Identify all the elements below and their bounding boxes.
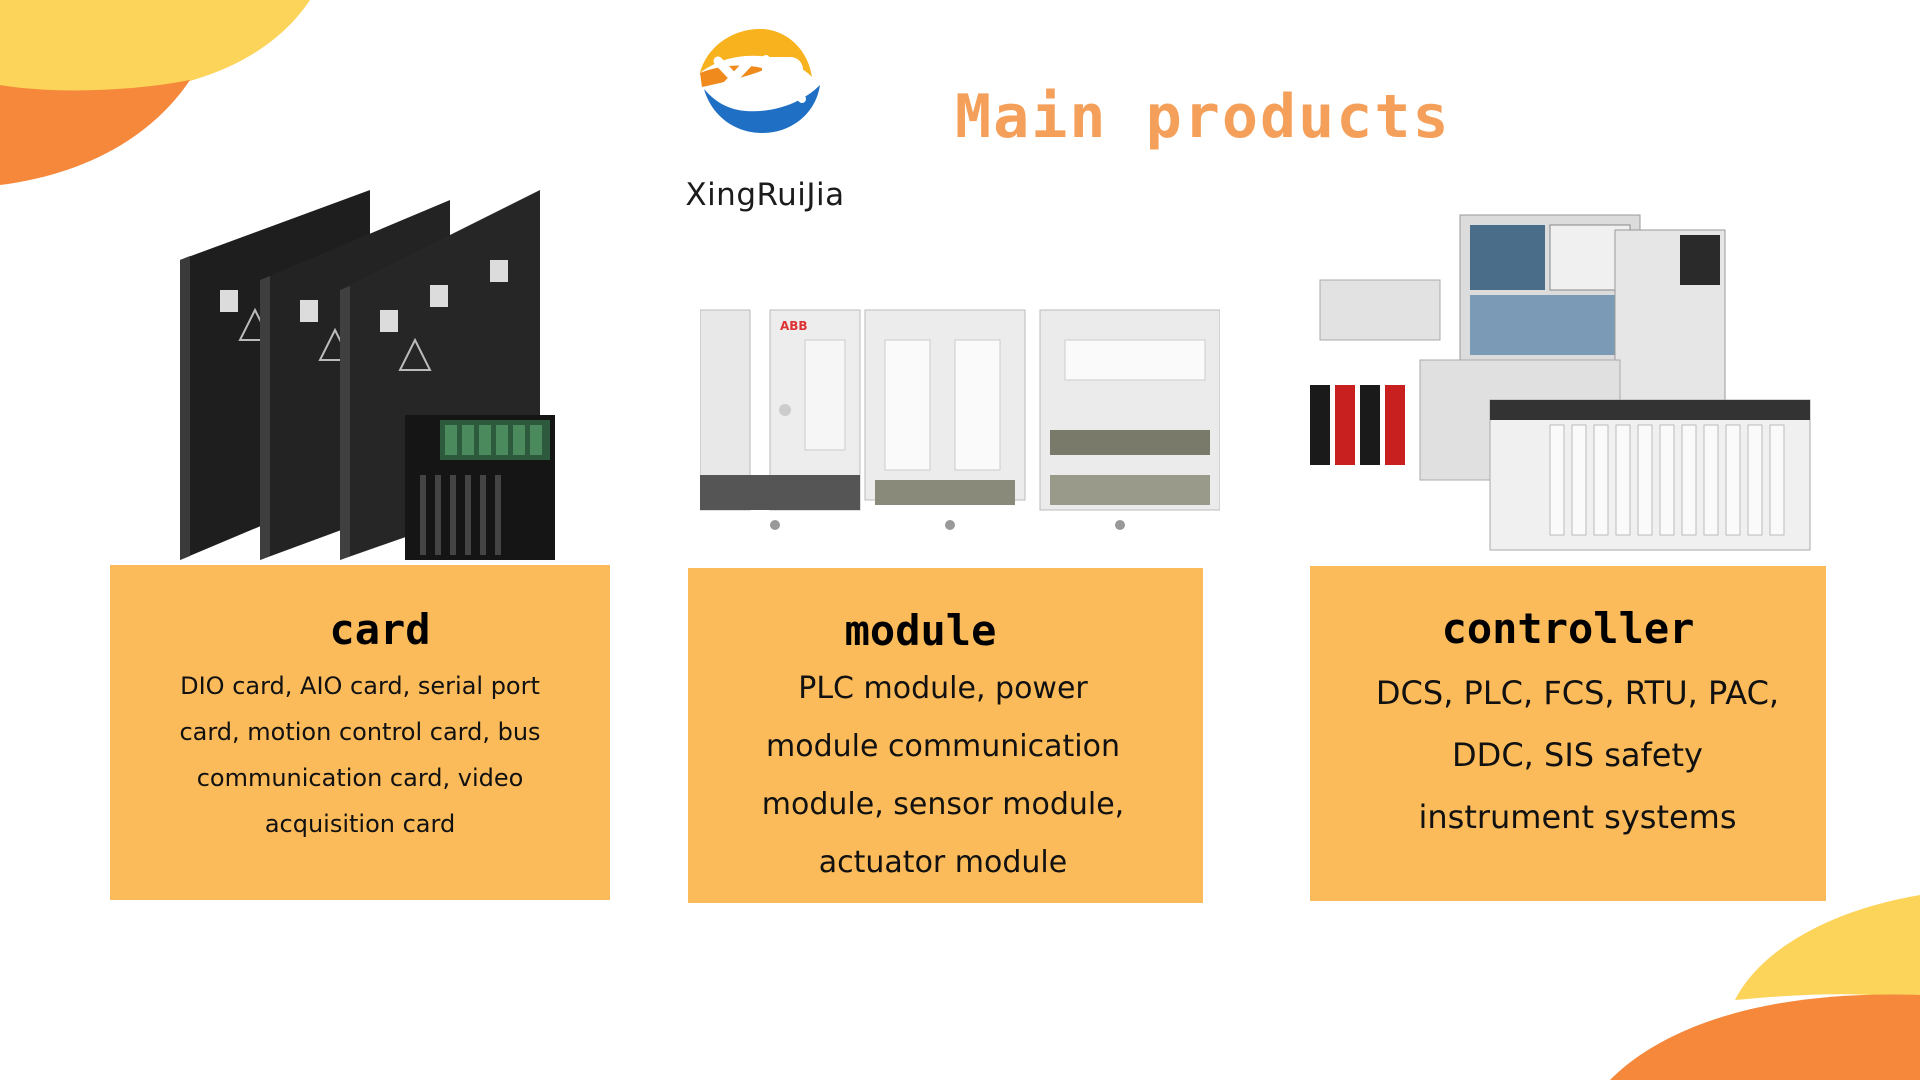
top-left-decoration: [0, 0, 310, 185]
product-title-controller: controller: [1441, 604, 1695, 653]
logo-mark-icon: [700, 29, 820, 133]
product-card-module: module PLC module, power module communic…: [688, 568, 1203, 903]
product-card-card: card DIO card, AIO card, serial port car…: [110, 565, 610, 900]
brand-name: XingRuiJia: [685, 177, 845, 213]
product-title-module: module: [844, 606, 997, 655]
controller-product-image: [1300, 200, 1820, 560]
module-product-image: ABB: [700, 300, 1220, 540]
bottom-right-decoration: [1610, 895, 1920, 1080]
brand-logo: XingRuiJia: [680, 25, 850, 213]
page-title: Main products: [955, 82, 1451, 152]
product-description-controller: DCS, PLC, FCS, RTU, PAC, DDC, SIS safety…: [1375, 674, 1780, 836]
product-description-module: PLC module, power module communication m…: [761, 671, 1125, 880]
svg-text:ABB: ABB: [780, 319, 808, 333]
product-description-card: DIO card, AIO card, serial port card, mo…: [179, 672, 541, 838]
card-product-image: [160, 190, 560, 560]
product-title-card: card: [329, 605, 431, 654]
product-card-controller: controller DCS, PLC, FCS, RTU, PAC, DDC,…: [1310, 566, 1826, 901]
